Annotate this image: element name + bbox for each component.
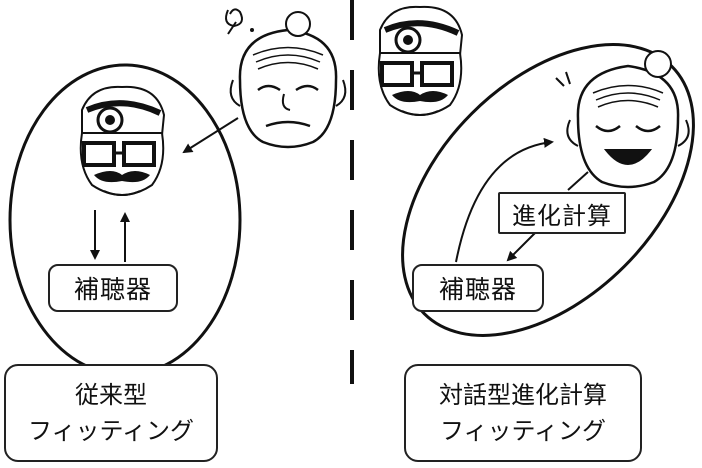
evolution-to-device-arrow (506, 231, 537, 262)
right-hearing-aid-box: 補聴器 (412, 264, 544, 312)
evolution-computation-box: 進化計算 (498, 192, 626, 234)
right-caption-line1: 対話型進化計算 (439, 381, 607, 409)
left-caption-line1: 従来型 (75, 381, 147, 409)
right-caption-line2: フィッティング (439, 417, 607, 445)
right-patient-face-icon (566, 50, 690, 189)
evolution-computation-label: 進化計算 (512, 201, 612, 230)
left-hearing-aid-label: 補聴器 (73, 275, 152, 304)
right-caption-box: 対話型進化計算 フィッティング (404, 364, 642, 462)
right-doctor-face-icon (377, 5, 464, 116)
right-hearing-aid-label: 補聴器 (438, 275, 517, 304)
left-hearing-aid-box: 補聴器 (48, 264, 178, 312)
left-patient-face-icon (229, 11, 347, 149)
left-caption-box: 従来型 フィッティング (4, 364, 218, 462)
patient-to-doctor-arrow (182, 117, 239, 154)
happy-sparkle-icon (555, 71, 571, 87)
confusion-squiggle-icon (225, 8, 254, 35)
left-caption-line2: フィッティング (27, 417, 195, 445)
patient-to-evolution-arrow (567, 171, 589, 191)
device-to-patient-arrow (455, 137, 554, 263)
left-doctor-face-icon (79, 85, 166, 196)
